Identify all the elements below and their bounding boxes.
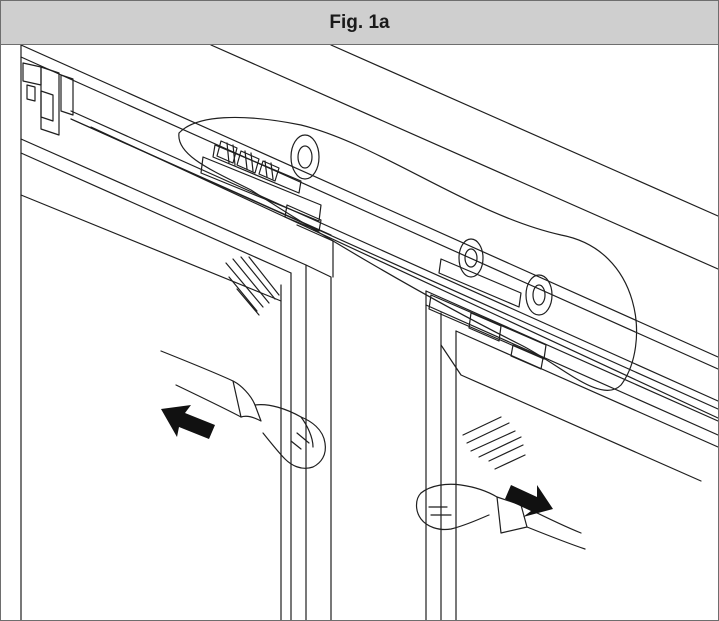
detail-magnifier-outline (178, 116, 638, 391)
hand-right (415, 483, 586, 550)
figure-header: Fig. 1a (1, 1, 718, 45)
hand-left (160, 350, 326, 469)
left-door-carriage (200, 134, 322, 232)
sliding-door-diagram (20, 45, 718, 620)
arrow-left-icon (161, 405, 215, 439)
right-door-carriage (428, 238, 553, 370)
figure-title: Fig. 1a (329, 11, 390, 33)
technical-illustration (1, 45, 718, 620)
top-rail-track (20, 45, 718, 419)
wall-bracket-left (20, 45, 74, 620)
arrow-right-icon (505, 485, 553, 517)
right-door-panel (425, 290, 718, 620)
left-door-panel (20, 118, 334, 620)
